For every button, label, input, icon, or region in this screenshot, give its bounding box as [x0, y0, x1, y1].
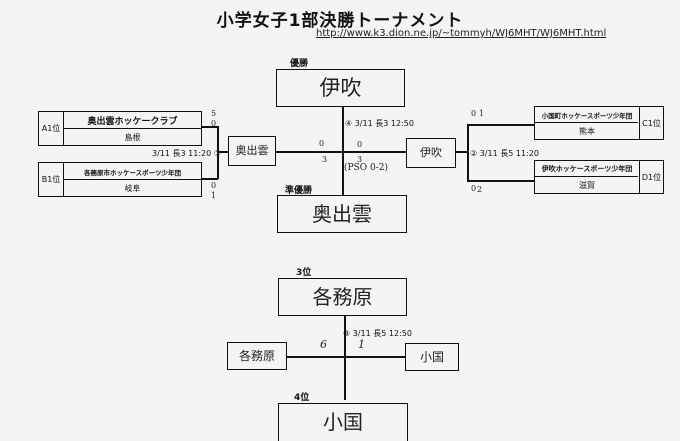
- team-d-box: 伊吹ホッケースポーツ少年団 滋賀 D1位: [534, 160, 664, 194]
- third-left-team-box: 各務原: [227, 342, 287, 370]
- team-c-score: 0: [471, 109, 477, 118]
- third-left-score: 6: [320, 338, 327, 351]
- team-d-name: 伊吹ホッケースポーツ少年団: [541, 165, 633, 173]
- bracket-line: [467, 124, 534, 126]
- fourth-name: 小国: [323, 410, 363, 434]
- final-score-left: 0: [319, 139, 325, 148]
- winner-box: 伊吹: [276, 69, 405, 107]
- bracket-line: [467, 180, 534, 182]
- third-match-label: ③ 3/11 長5 12:50: [343, 329, 412, 338]
- third-heading: 3位: [296, 268, 312, 278]
- third-horizontal-line: [287, 356, 405, 358]
- third-box: 各務原: [278, 278, 407, 316]
- final-score-left-lower: 3: [322, 155, 328, 164]
- runnerup-box: 奥出雲: [277, 195, 407, 233]
- bracket-line: [456, 151, 467, 153]
- team-b-box: B1位 各務原市ホッケースポーツ少年団 岐阜: [38, 162, 202, 197]
- team-b-score: 0: [211, 181, 217, 190]
- final-pso: (PSO 0-2): [344, 163, 388, 173]
- team-b-pref: 岐阜: [124, 184, 141, 193]
- semi1-winner: 奥出雲: [235, 144, 269, 157]
- team-b-score-lower: 1: [211, 191, 217, 200]
- team-a-position: A1位: [41, 124, 61, 133]
- team-d-position: D1位: [641, 173, 662, 182]
- team-a-box: A1位 奥出雲ホッケークラブ 島根: [38, 111, 202, 146]
- third-right-team: 小国: [419, 350, 444, 364]
- third-right-team-box: 小国: [405, 343, 459, 371]
- team-b-position: B1位: [41, 175, 61, 184]
- final-score-right: 0: [357, 140, 363, 149]
- team-c-box: 小国町ホッケースポーツ少年団 熊本 C1位: [534, 106, 664, 140]
- bracket-line: [202, 178, 218, 180]
- final-match-label: ④ 3/11 長3 12:50: [345, 119, 414, 128]
- team-a-pref: 島根: [124, 133, 141, 142]
- winner-name: 伊吹: [319, 76, 362, 100]
- bracket-line: [202, 126, 218, 128]
- team-d-score-lower: 2: [477, 185, 483, 194]
- team-c-pref: 熊本: [579, 127, 595, 136]
- third-vertical-line: [344, 316, 346, 400]
- final-horizontal-line: [276, 151, 406, 153]
- third-left-team: 各務原: [238, 349, 275, 363]
- team-a-name: 奥出雲ホッケークラブ: [87, 117, 178, 127]
- team-a-score-lower: 0: [211, 119, 217, 128]
- team-d-pref: 滋賀: [579, 181, 595, 190]
- final-score-right-lower: 3: [357, 155, 363, 164]
- team-a-score: 5: [211, 109, 217, 118]
- page-title: 小学女子1部決勝トーナメント: [216, 11, 464, 31]
- runnerup-name: 奥出雲: [312, 202, 372, 226]
- semi2-winner: 伊吹: [420, 146, 442, 159]
- team-c-position: C1位: [642, 119, 661, 128]
- bracket-line: [217, 126, 219, 179]
- team-c-score-upper: 1: [479, 109, 485, 118]
- runnerup-heading: 準優勝: [285, 186, 313, 196]
- team-d-score: 0: [471, 184, 477, 193]
- source-url[interactable]: http://www.k3.dion.ne.jp/~tommyh/WJ6MHT/…: [316, 28, 607, 39]
- fourth-box: 小国: [278, 403, 408, 441]
- semi1-winner-box: 奥出雲: [228, 136, 276, 166]
- bracket-line: [467, 124, 469, 181]
- semi2-label: ② 3/11 長5 11:20: [470, 149, 539, 158]
- team-b-name: 各務原市ホッケースポーツ少年団: [83, 169, 182, 177]
- fourth-heading: 4位: [294, 393, 310, 403]
- winner-heading: 優勝: [290, 59, 309, 69]
- team-c-name: 小国町ホッケースポーツ少年団: [541, 112, 633, 120]
- third-name: 各務原: [312, 285, 373, 309]
- semi1-label: 3/11 長3 11:20 ①: [152, 149, 221, 158]
- third-right-score: 1: [358, 338, 365, 351]
- semi2-winner-box: 伊吹: [406, 138, 456, 168]
- bracket-line: [217, 151, 228, 153]
